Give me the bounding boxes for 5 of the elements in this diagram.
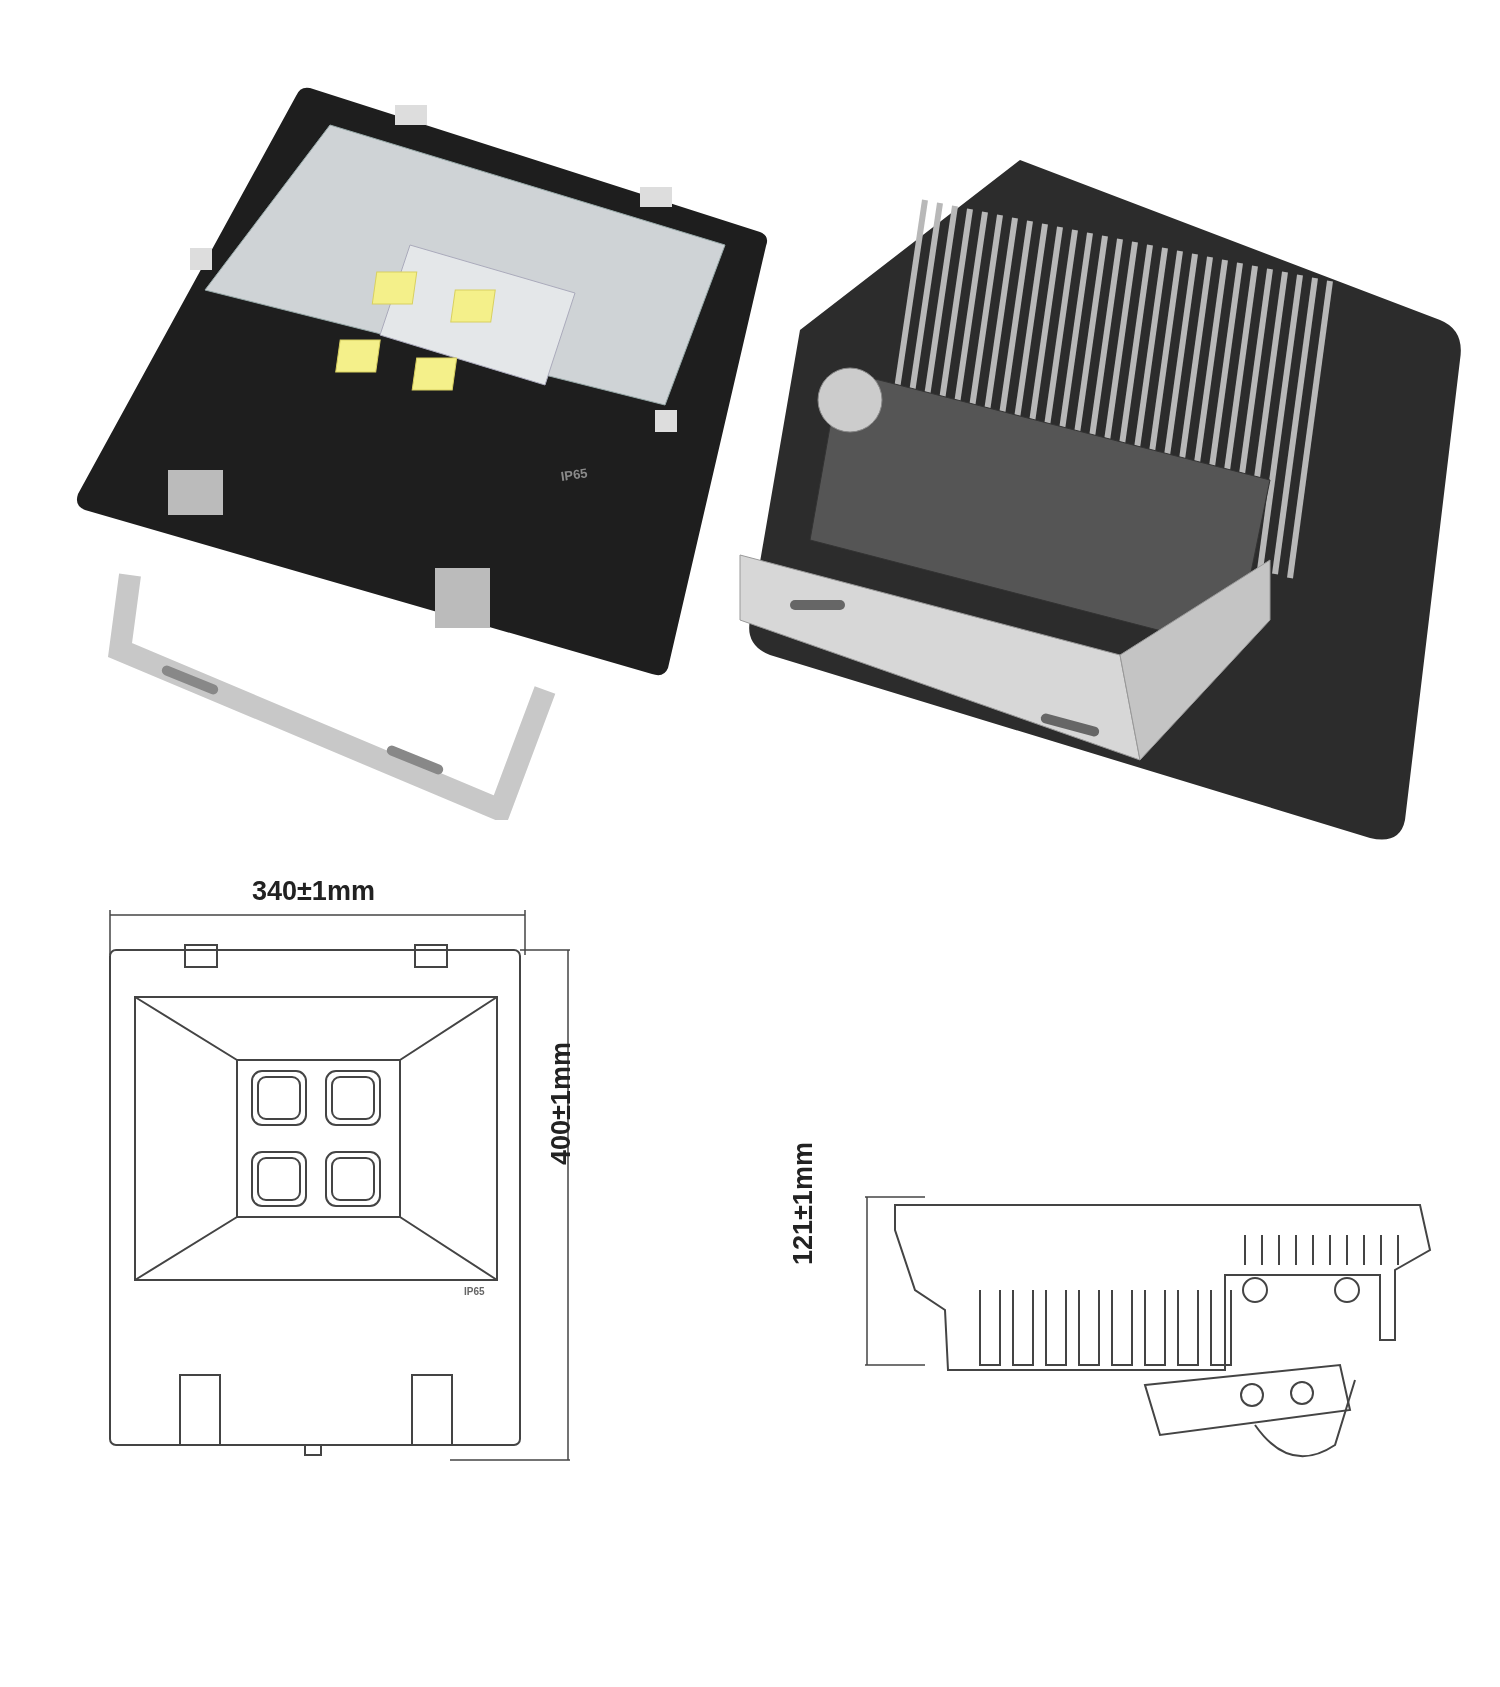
product-marking: IP65 [464, 1287, 485, 1297]
product-marking: IP65 [560, 466, 589, 483]
dimension-text: 400±1mm [548, 1042, 575, 1165]
dimension-text: 340±1mm [252, 878, 375, 905]
dimension-text: 121±1mm [790, 1142, 817, 1265]
